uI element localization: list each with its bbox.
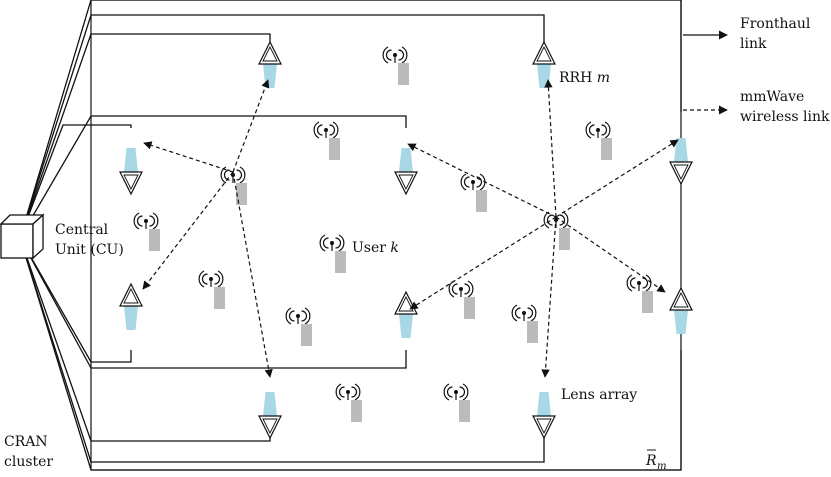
- wireless-user-icon: [319, 234, 347, 274]
- mmwave-links: [142, 79, 679, 378]
- wireless-user-icon: [511, 304, 539, 344]
- rrh-antenna: [258, 41, 282, 89]
- rrh-antenna: [119, 283, 143, 331]
- rrh-antenna: [669, 137, 693, 185]
- mmwave-label-line1: mmWave: [740, 89, 804, 105]
- cu-label-line2: Unit (CU): [55, 242, 124, 258]
- user-label: User k: [352, 240, 399, 256]
- region-label-base: R: [645, 453, 657, 469]
- wireless-user-icon: [220, 166, 248, 206]
- wireless-user-icon: [198, 270, 226, 310]
- rrh-antenna: [119, 147, 143, 195]
- wireless-user-icon: [443, 383, 471, 423]
- rrh-antenna: [532, 391, 556, 439]
- cu-label-line1: Central: [55, 222, 109, 238]
- rrh-antenna: [258, 391, 282, 439]
- fronthaul-label-line2: link: [740, 36, 767, 52]
- rrh-label-var: m: [597, 70, 610, 86]
- user-label-var: k: [390, 240, 398, 256]
- user-label-text: User: [352, 240, 390, 256]
- rrh-label: RRH m: [559, 70, 610, 86]
- cube-icon: [0, 213, 45, 260]
- rrh-antenna: [532, 41, 556, 89]
- wireless-user-icon: [335, 383, 363, 423]
- wireless-user-icon: [313, 121, 341, 161]
- mmwave-label-line2: wireless link: [740, 109, 830, 125]
- region-label-sub: m: [657, 461, 666, 472]
- lens-array-label: Lens array: [561, 387, 637, 403]
- rrh-antenna: [394, 291, 418, 339]
- rrh-antenna: [669, 287, 693, 335]
- fronthaul-label-line1: Fronthaul: [740, 16, 811, 32]
- region-label: R m: [645, 449, 666, 472]
- rrh-label-text: RRH: [559, 70, 597, 86]
- wireless-user-icon: [448, 280, 476, 320]
- cran-label-line2: cluster: [4, 454, 53, 470]
- wireless-user-icon: [133, 212, 161, 252]
- rrh-antenna: [394, 147, 418, 195]
- wireless-user-icon: [382, 46, 410, 86]
- cran-label-line1: CRAN: [4, 434, 48, 450]
- wireless-user-icon: [460, 173, 488, 213]
- wireless-user-icon: [585, 121, 613, 161]
- wireless-user-icon: [285, 307, 313, 347]
